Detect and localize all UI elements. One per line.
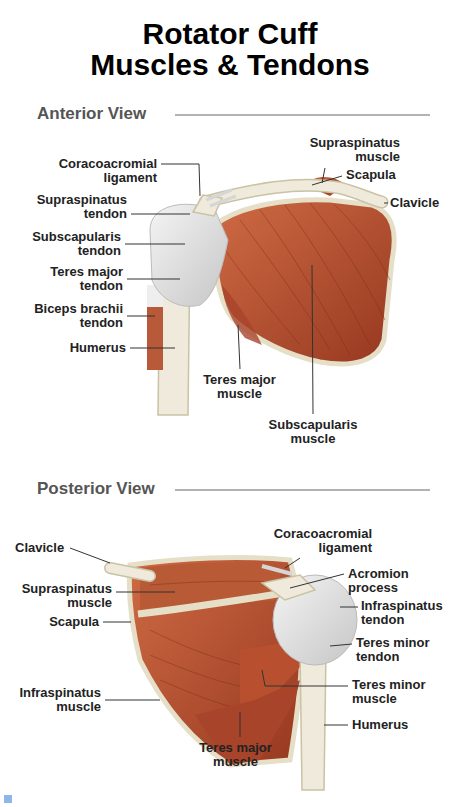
part-label: Acromion process [348, 567, 438, 595]
part-label: Clavicle [15, 541, 85, 555]
part-label: Humerus [46, 341, 126, 355]
view-heading: Anterior View [37, 104, 146, 124]
part-label: Infraspinatus muscle [6, 686, 101, 714]
part-label: Supraspinatus tendon [17, 193, 127, 221]
part-label: Humerus [352, 718, 432, 732]
part-label: Coracoacromial ligament [37, 157, 157, 185]
part-label: Teres major muscle [188, 741, 283, 769]
part-label: Subscapularis tendon [16, 230, 121, 258]
part-label: Subscapularis muscle [258, 418, 368, 446]
part-label: Infraspinatus tendon [361, 599, 456, 627]
part-label: Teres major tendon [28, 265, 123, 293]
part-label: Teres minor tendon [356, 636, 451, 664]
part-label: Teres major muscle [192, 373, 287, 401]
part-label: Scapula [346, 168, 426, 182]
section-rule [175, 489, 430, 491]
part-label: Supraspinatus muscle [2, 582, 112, 610]
part-label: Supraspinatus muscle [295, 136, 400, 164]
part-label: Teres minor muscle [352, 678, 447, 706]
section-rule [175, 114, 430, 116]
view-heading: Posterior View [37, 479, 155, 499]
part-label: Biceps brachii tendon [13, 302, 123, 330]
title: Rotator Cuff Muscles & Tendons [90, 18, 370, 80]
corner-mark [4, 795, 12, 803]
part-label: Coracoacromial ligament [252, 527, 372, 555]
posterior-shoulder [110, 558, 357, 790]
part-label: Clavicle [390, 196, 456, 210]
anterior-shoulder [147, 177, 394, 415]
part-label: Scapula [19, 615, 99, 629]
